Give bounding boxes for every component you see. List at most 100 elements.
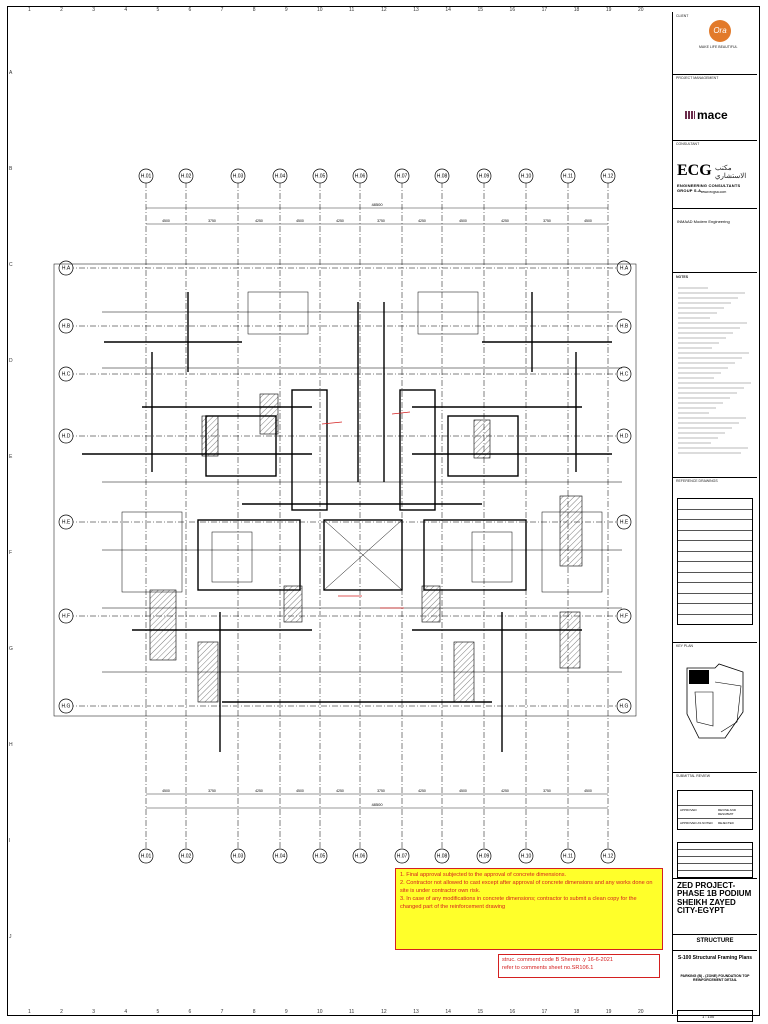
grid-bubble: H.F [58, 608, 74, 624]
sheet-column-number: 6 [188, 7, 192, 13]
grid-bubble-label: H.05 [315, 173, 326, 179]
ecg-full-name: ENGINEERING CONSULTANTS GROUP S.A. [677, 183, 741, 193]
grid-bubble-label: H.03 [233, 853, 244, 859]
sheet-row-letter: D [9, 358, 13, 364]
sheet-column-number: 5 [156, 1009, 160, 1015]
sheet-column-number: 8 [252, 1009, 256, 1015]
span-dimension: 4500 [296, 219, 304, 223]
sheet-column-number: 20 [637, 1009, 644, 1015]
separator [673, 272, 757, 273]
drawing-scale: 1 : 100 [702, 1014, 715, 1019]
consultant-label: CONSULTANT [676, 142, 700, 146]
separator [673, 74, 757, 75]
drawing-number-bar: 1 : 100 [677, 1010, 753, 1022]
separator [673, 140, 757, 141]
status-table: APPROVED REVISE AND RESUBMIT APPROVED AS… [677, 790, 753, 830]
grid-bubble-label: H.05 [315, 853, 326, 859]
grid-bubble: H.A [58, 260, 74, 276]
sheet-column-number: 18 [573, 7, 580, 13]
sheet-column-number: 3 [92, 1009, 96, 1015]
grid-bubble: H.01 [138, 168, 154, 184]
grid-bubble: H.06 [352, 168, 368, 184]
span-dimension: 3750 [543, 219, 551, 223]
core-wall-right [399, 389, 436, 511]
grid-bubble: H.06 [352, 848, 368, 864]
grid-bubble-label: H.B [620, 323, 629, 329]
sheet-column-number: 13 [413, 1009, 419, 1015]
grid-bubble-label: H.08 [437, 173, 448, 179]
grid-bubble-label: H.03 [233, 173, 244, 179]
mace-text: mace [697, 108, 728, 122]
sheet-column-number: 19 [605, 7, 612, 13]
span-dimension: 4250 [336, 789, 344, 793]
sheet-column-number: 2 [60, 1009, 63, 1015]
grid-bubble: H.01 [138, 848, 154, 864]
span-dimension: 4250 [501, 789, 509, 793]
sheet-column-number: 12 [381, 1009, 387, 1015]
span-dimension: 4500 [296, 789, 304, 793]
span-dimension: 4500 [162, 219, 170, 223]
span-dimension: 4250 [418, 219, 426, 223]
client-label: CLIENT [676, 14, 689, 18]
review-note-yellow: 1. Final approval subjected to the appro… [395, 868, 663, 950]
ora-logo: Ora [709, 20, 731, 42]
span-dimension: 4250 [501, 219, 509, 223]
review-comment-code: struc. comment code B Sherein .y 16-6-20… [502, 957, 613, 963]
sheet-column-number: 1 [28, 1009, 31, 1015]
grid-bubble: H.A [616, 260, 632, 276]
status-approved-as-noted: APPROVED AS NOTED [680, 821, 713, 825]
stair-right [423, 519, 527, 591]
grid-bubble: H.08 [434, 168, 450, 184]
separator [673, 934, 757, 935]
grid-bubble: H.G [58, 698, 74, 714]
overall-dimension: 48500 [371, 202, 383, 207]
grid-bubble-label: H.C [62, 371, 71, 377]
sheet-column-number: 1 [28, 7, 31, 13]
sheet-column-number: 13 [413, 7, 419, 13]
grid-bubble-label: H.E [620, 519, 629, 525]
grid-bubble-label: H.06 [355, 853, 366, 859]
grid-bubble: H.04 [272, 168, 288, 184]
review-note-1: 1. Final approval subjected to the appro… [400, 872, 567, 878]
grid-bubble-label: H.12 [603, 853, 614, 859]
sheet-column-number: 19 [605, 1009, 612, 1015]
sheet-column-number: 8 [252, 7, 256, 13]
grid-bubble-label: H.11 [563, 173, 573, 179]
grid-bubble-label: H.F [620, 613, 628, 619]
grid-bubble: H.09 [476, 168, 492, 184]
revision-table [677, 842, 753, 878]
grid-bubble: H.C [58, 366, 74, 382]
grid-bubble-label: H.B [62, 323, 71, 329]
span-dimension: 3750 [377, 219, 385, 223]
separator [673, 477, 757, 478]
sheet-column-number: 16 [509, 1009, 516, 1015]
span-dimension: 4250 [336, 219, 344, 223]
separator [673, 208, 757, 209]
span-dimension: 4500 [584, 789, 592, 793]
grid-bubble: H.D [58, 428, 74, 444]
sheet-column-number: 3 [92, 7, 96, 13]
notes-label: NOTES [676, 275, 689, 279]
grid-bubble-label: H.02 [181, 173, 192, 179]
grid-bubble-label: H.01 [141, 173, 152, 179]
grid-bubble: H.08 [434, 848, 450, 864]
grid-bubble-label: H.07 [397, 853, 408, 859]
drawing-subtitle: PARKING (B) - (ZONE) FOUNDATION TOP REIN… [680, 974, 750, 982]
core-center [323, 519, 403, 591]
project-title: ZED PROJECT-PHASE 1B PODIUM SHEIKH ZAYED… [677, 881, 752, 916]
grid-bubble-label: H.G [62, 703, 71, 709]
title-block: CLIENT Ora MAKE LIFE BEAUTIFUL PROJECT M… [672, 12, 757, 1022]
sheet-row-letter: B [9, 166, 13, 172]
sheet-row-letter: J [9, 934, 12, 940]
sheet-column-number: 10 [316, 7, 323, 13]
grid-bubble-label: H.E [62, 519, 71, 525]
separator [673, 950, 757, 951]
key-plan [686, 663, 744, 739]
mace-logo: mace [685, 108, 728, 122]
sheet-column-number: 14 [445, 1009, 451, 1015]
sheet-column-number: 15 [477, 1009, 483, 1015]
ecg-arabic: مكتب الاستشاري [715, 165, 747, 180]
grid-bubble-label: H.C [620, 371, 629, 377]
sheet-row-letter: C [9, 262, 13, 268]
dimension-lines: 48500 4500 3750 4250 4500 4250 3750 4250 4500 425… [146, 202, 608, 809]
